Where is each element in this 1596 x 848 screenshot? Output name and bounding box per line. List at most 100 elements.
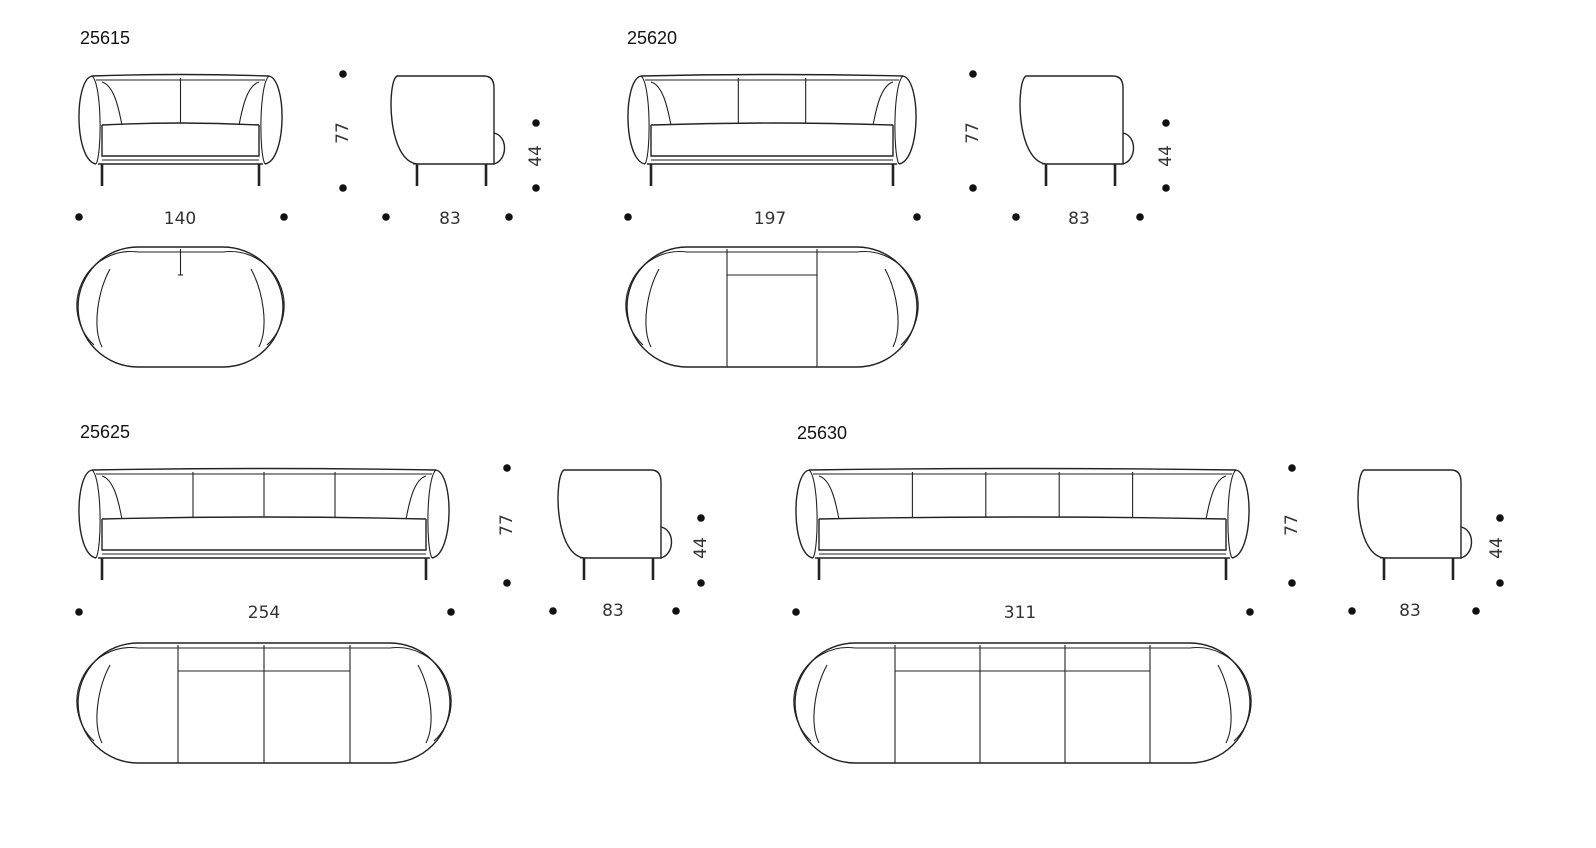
depth-label-25615: 83 bbox=[439, 209, 461, 229]
side-view-25625 bbox=[557, 469, 673, 580]
depth-dot-left bbox=[382, 213, 390, 221]
right-inner-panel bbox=[238, 81, 260, 126]
width-dot-left bbox=[624, 213, 632, 221]
width-dot-left bbox=[75, 213, 83, 221]
back-top-line bbox=[91, 73, 270, 77]
seat-top-line bbox=[101, 122, 260, 126]
side-seat-bump bbox=[1460, 526, 1473, 559]
plan-left-arm bbox=[96, 664, 111, 744]
dimension-markers-25620 bbox=[624, 70, 1170, 221]
side-body-outline bbox=[1019, 75, 1124, 165]
right-inner-panel bbox=[872, 81, 894, 126]
seat-height-dot-top bbox=[1162, 119, 1170, 127]
plan-left-arm bbox=[813, 664, 828, 744]
left-inner-panel bbox=[101, 475, 123, 520]
width-label-25620: 197 bbox=[754, 209, 786, 229]
plan-view-25615 bbox=[76, 246, 285, 368]
side-view-25615 bbox=[390, 75, 506, 186]
front-view-25625 bbox=[78, 467, 450, 580]
width-label-25625: 254 bbox=[248, 603, 280, 623]
model-code-25630: 25630 bbox=[797, 423, 847, 443]
seat-height-dot-top bbox=[532, 119, 540, 127]
plan-right-arm bbox=[250, 268, 265, 348]
seat-height-label-25630: 44 bbox=[1487, 537, 1507, 559]
left-inner-panel bbox=[818, 475, 840, 520]
width-label-25630: 311 bbox=[1004, 603, 1036, 623]
back-top-line bbox=[91, 467, 437, 471]
left-arm-inner bbox=[91, 469, 101, 559]
height-label-25625: 77 bbox=[497, 514, 517, 536]
side-body-outline bbox=[390, 75, 495, 165]
seat-top-line bbox=[818, 516, 1227, 520]
depth-dot-right bbox=[1472, 607, 1480, 615]
seat-top-line bbox=[650, 122, 894, 126]
depth-dot-right bbox=[672, 607, 680, 615]
height-dot-top bbox=[339, 70, 347, 78]
seat-height-dot-bottom bbox=[1162, 184, 1170, 192]
depth-label-25625: 83 bbox=[602, 601, 624, 621]
width-dot-left bbox=[792, 608, 800, 616]
seat-front bbox=[101, 519, 427, 551]
seat-height-label-25615: 44 bbox=[526, 145, 546, 167]
seat-front bbox=[101, 125, 260, 157]
plan-right-arm bbox=[417, 664, 432, 744]
height-dot-bottom bbox=[339, 184, 347, 192]
dimension-markers-25625 bbox=[75, 464, 705, 616]
left-arm-outline bbox=[795, 469, 814, 559]
front-view-25630 bbox=[795, 467, 1250, 580]
seat-height-label-25620: 44 bbox=[1156, 145, 1176, 167]
seat-height-label-25625: 44 bbox=[691, 537, 711, 559]
left-arm-inner bbox=[808, 469, 818, 559]
depth-label-25630: 83 bbox=[1399, 601, 1421, 621]
plan-inner-back-left bbox=[793, 646, 856, 742]
left-inner-panel bbox=[101, 81, 123, 126]
plan-inner-back-left bbox=[625, 250, 688, 346]
right-arm-outline bbox=[431, 469, 450, 559]
height-dot-top bbox=[503, 464, 511, 472]
plan-left-arm bbox=[96, 268, 111, 348]
seat-front bbox=[818, 519, 1227, 551]
plan-left-arm bbox=[645, 268, 660, 348]
seat-height-dot-bottom bbox=[1496, 579, 1504, 587]
right-arm-outline bbox=[898, 75, 917, 165]
height-dot-top bbox=[969, 70, 977, 78]
depth-dot-right bbox=[505, 213, 513, 221]
right-inner-panel bbox=[1205, 475, 1227, 520]
height-dot-bottom bbox=[503, 579, 511, 587]
plan-inner-back-right bbox=[138, 646, 452, 742]
width-dot-right bbox=[913, 213, 921, 221]
right-arm-inner bbox=[260, 75, 270, 165]
seat-top-line bbox=[101, 516, 427, 520]
width-dot-left bbox=[75, 608, 83, 616]
model-code-25620: 25620 bbox=[627, 28, 677, 48]
right-arm-inner bbox=[427, 469, 437, 559]
width-label-25615: 140 bbox=[164, 209, 196, 229]
depth-dot-left bbox=[1348, 607, 1356, 615]
right-arm-inner bbox=[894, 75, 904, 165]
seat-height-dot-bottom bbox=[532, 184, 540, 192]
model-code-25615: 25615 bbox=[80, 28, 130, 48]
side-body-outline bbox=[557, 469, 662, 559]
model-code-25625: 25625 bbox=[80, 422, 130, 442]
depth-label-25620: 83 bbox=[1068, 209, 1090, 229]
plan-outline bbox=[77, 246, 284, 368]
plan-inner-back-right bbox=[855, 646, 1252, 742]
left-arm-outline bbox=[78, 75, 97, 165]
dimension-markers-25630 bbox=[792, 464, 1504, 616]
height-label-25615: 77 bbox=[333, 122, 353, 144]
width-dot-right bbox=[280, 213, 288, 221]
plan-inner-back-left bbox=[76, 646, 139, 742]
seat-front bbox=[650, 125, 894, 157]
side-seat-bump bbox=[493, 132, 506, 165]
plan-inner-back-right bbox=[687, 250, 919, 346]
right-inner-panel bbox=[405, 475, 427, 520]
height-dot-bottom bbox=[1288, 579, 1296, 587]
depth-dot-right bbox=[1136, 213, 1144, 221]
side-view-25630 bbox=[1357, 469, 1473, 580]
seat-height-dot-top bbox=[697, 514, 705, 522]
plan-view-25625 bbox=[76, 642, 452, 764]
left-arm-inner bbox=[91, 75, 101, 165]
seat-height-dot-top bbox=[1496, 514, 1504, 522]
left-inner-panel bbox=[650, 81, 672, 126]
